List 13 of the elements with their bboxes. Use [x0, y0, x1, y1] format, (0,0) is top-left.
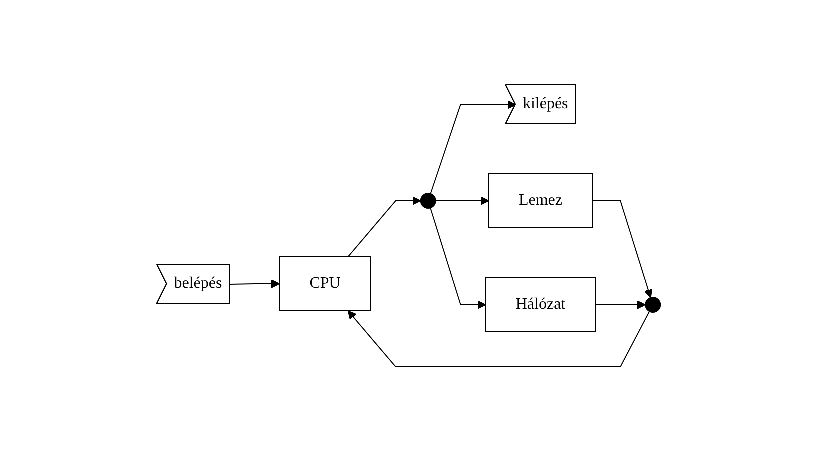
- arrow: [348, 196, 422, 258]
- arrow: [230, 280, 280, 288]
- arrow: [430, 100, 517, 194]
- node-box: Hálózat: [486, 278, 596, 332]
- node-circle: [645, 297, 662, 313]
- arrow: [348, 310, 650, 368]
- arrow: [430, 208, 486, 310]
- arrow: [436, 196, 490, 206]
- node-box: Lemez: [488, 174, 594, 228]
- arrow: [592, 200, 653, 298]
- node-circle: [420, 193, 437, 209]
- arrow: [595, 300, 646, 310]
- node-box: CPU: [279, 256, 372, 312]
